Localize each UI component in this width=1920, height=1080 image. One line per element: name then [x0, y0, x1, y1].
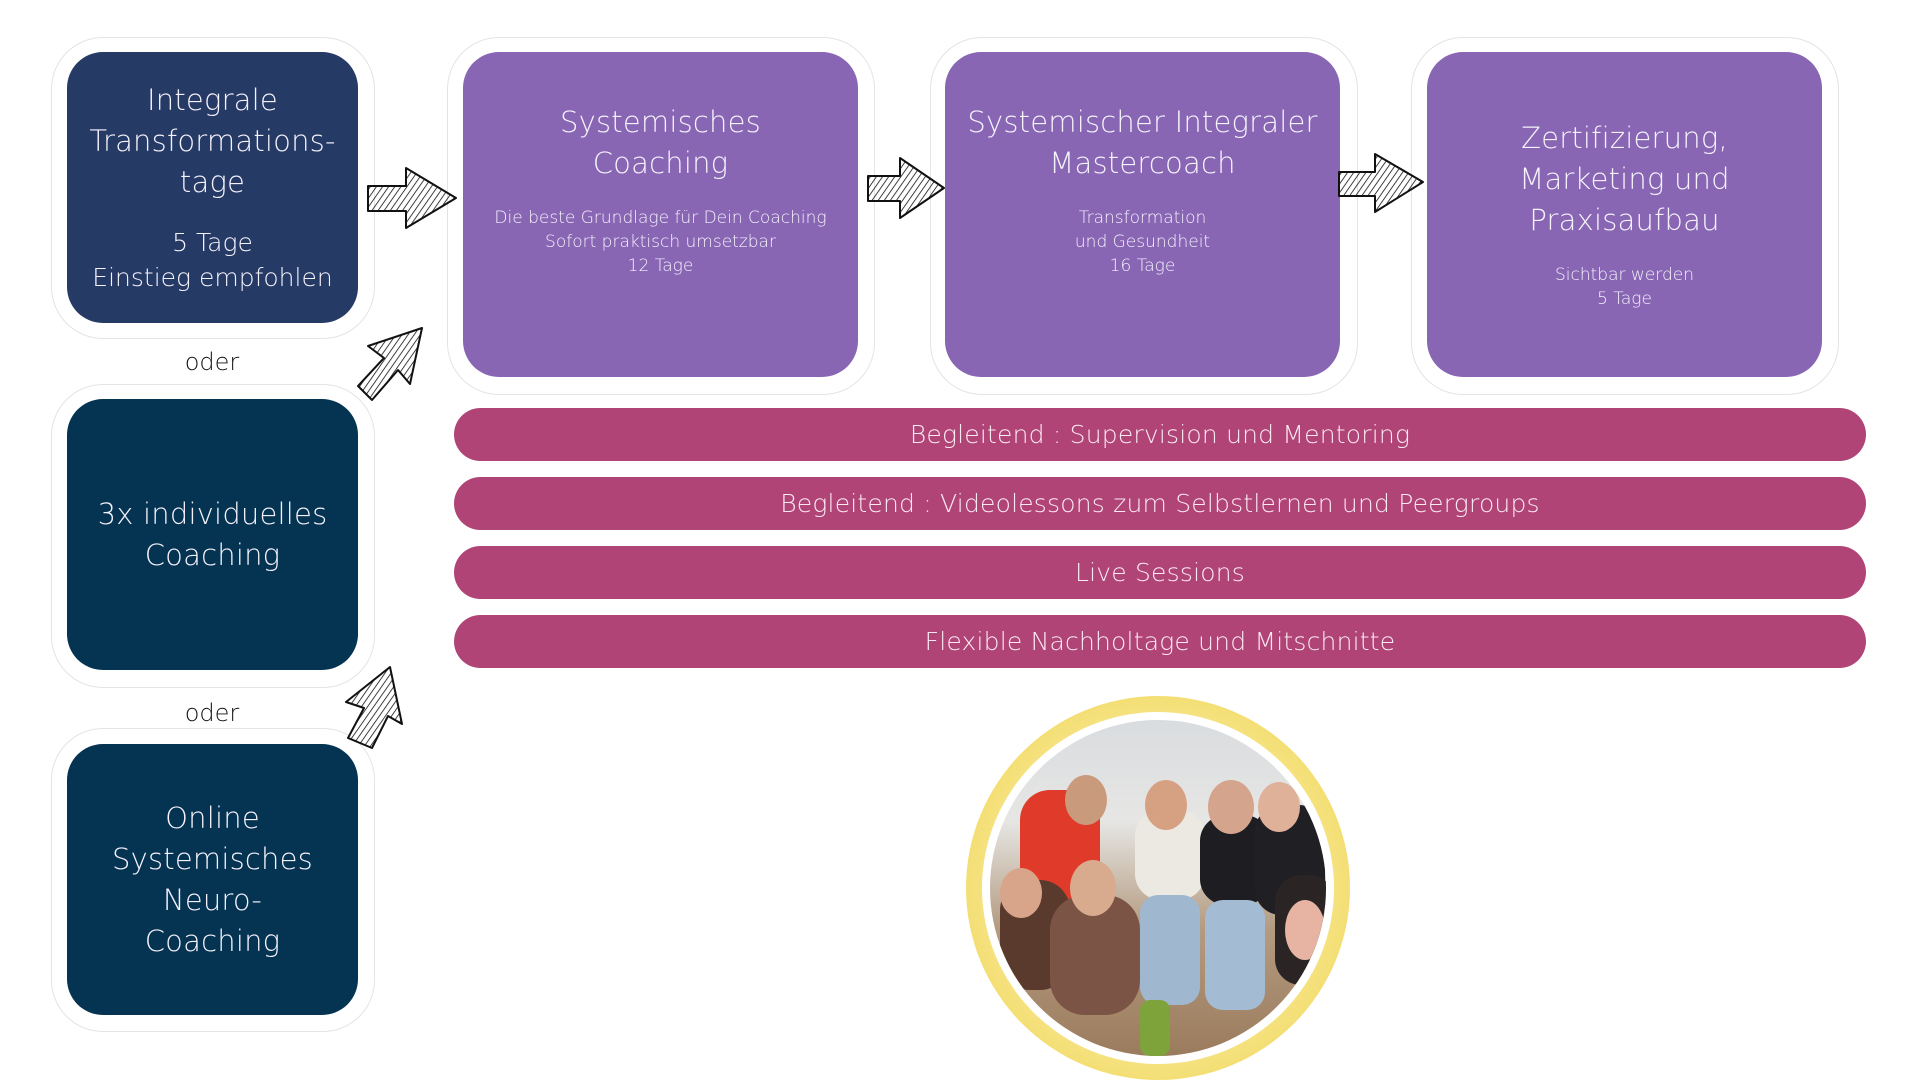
program-zertifizierung-marketing-praxisaufbau[interactable]: Zertifizierung, Marketing und Praxisaufb…	[1427, 52, 1822, 377]
accompanying-bar-supervision[interactable]: Begleitend : Supervision und Mentoring	[454, 408, 1866, 461]
entry-title-line: tage	[179, 165, 246, 199]
entry-detail-line: Einstieg empfohlen	[92, 263, 333, 292]
arrow-right-icon	[367, 167, 457, 229]
accompanying-bar-live-sessions[interactable]: Live Sessions	[454, 546, 1866, 599]
program-detail-line: Sofort praktisch umsetzbar	[545, 232, 776, 252]
separator-oder: oder	[184, 348, 240, 376]
entry-option-integrale-transformationstage[interactable]: Integrale Transformations- tage 5 Tage E…	[67, 52, 358, 323]
program-title-line: Systemisches	[560, 105, 761, 139]
arrow-up-right-icon	[345, 666, 403, 749]
program-title-line: Zertifizierung,	[1521, 121, 1728, 155]
accompanying-bar-videolessons[interactable]: Begleitend : Videolessons zum Selbstlern…	[454, 477, 1866, 530]
program-title-line: Praxisaufbau	[1529, 203, 1720, 237]
entry-title-line: Integrale	[147, 83, 278, 117]
program-detail-line: Sichtbar werden	[1555, 265, 1694, 285]
program-detail-line: und Gesundheit	[1074, 232, 1211, 252]
entry-title-line: Coaching	[144, 537, 281, 572]
program-systemischer-integraler-mastercoach[interactable]: Systemischer Integraler Mastercoach Tran…	[945, 52, 1340, 377]
entry-title-line: Neuro-	[162, 882, 263, 917]
program-detail-line: 5 Tage	[1597, 289, 1652, 309]
accompanying-bar-nachholtage[interactable]: Flexible Nachholtage und Mitschnitte	[454, 615, 1866, 668]
program-detail-line: Die beste Grundlage für Dein Coaching	[494, 208, 827, 228]
program-title-line: Marketing und	[1519, 162, 1730, 196]
program-detail-line: Transformation	[1078, 208, 1207, 228]
arrow-right-icon	[867, 157, 945, 219]
group-photo-ring	[966, 696, 1350, 1080]
arrow-up-right-icon	[357, 327, 423, 401]
program-systemisches-coaching[interactable]: Systemisches Coaching Die beste Grundlag…	[463, 52, 858, 377]
entry-title-line: Online	[165, 800, 260, 835]
entry-detail-line: 5 Tage	[172, 228, 253, 257]
program-title-line: Systemischer Integraler	[967, 105, 1318, 139]
entry-option-online-neuro-coaching[interactable]: Online Systemisches Neuro- Coaching	[67, 744, 358, 1015]
arrow-right-icon	[1338, 153, 1424, 213]
separator-oder: oder	[184, 699, 240, 727]
entry-title-line: Coaching	[144, 923, 281, 958]
entry-option-individual-coaching[interactable]: 3x individuelles Coaching	[67, 399, 358, 670]
program-title-line: Mastercoach	[1049, 146, 1236, 180]
entry-title-line: 3x individuelles	[97, 496, 328, 531]
program-detail-line: 16 Tage	[1109, 256, 1176, 276]
entry-title-line: Systemisches	[112, 841, 313, 876]
group-photo	[990, 720, 1326, 1056]
program-title-line: Coaching	[592, 146, 729, 180]
entry-title-line: Transformations-	[89, 124, 336, 158]
program-detail-line: 12 Tage	[627, 256, 694, 276]
